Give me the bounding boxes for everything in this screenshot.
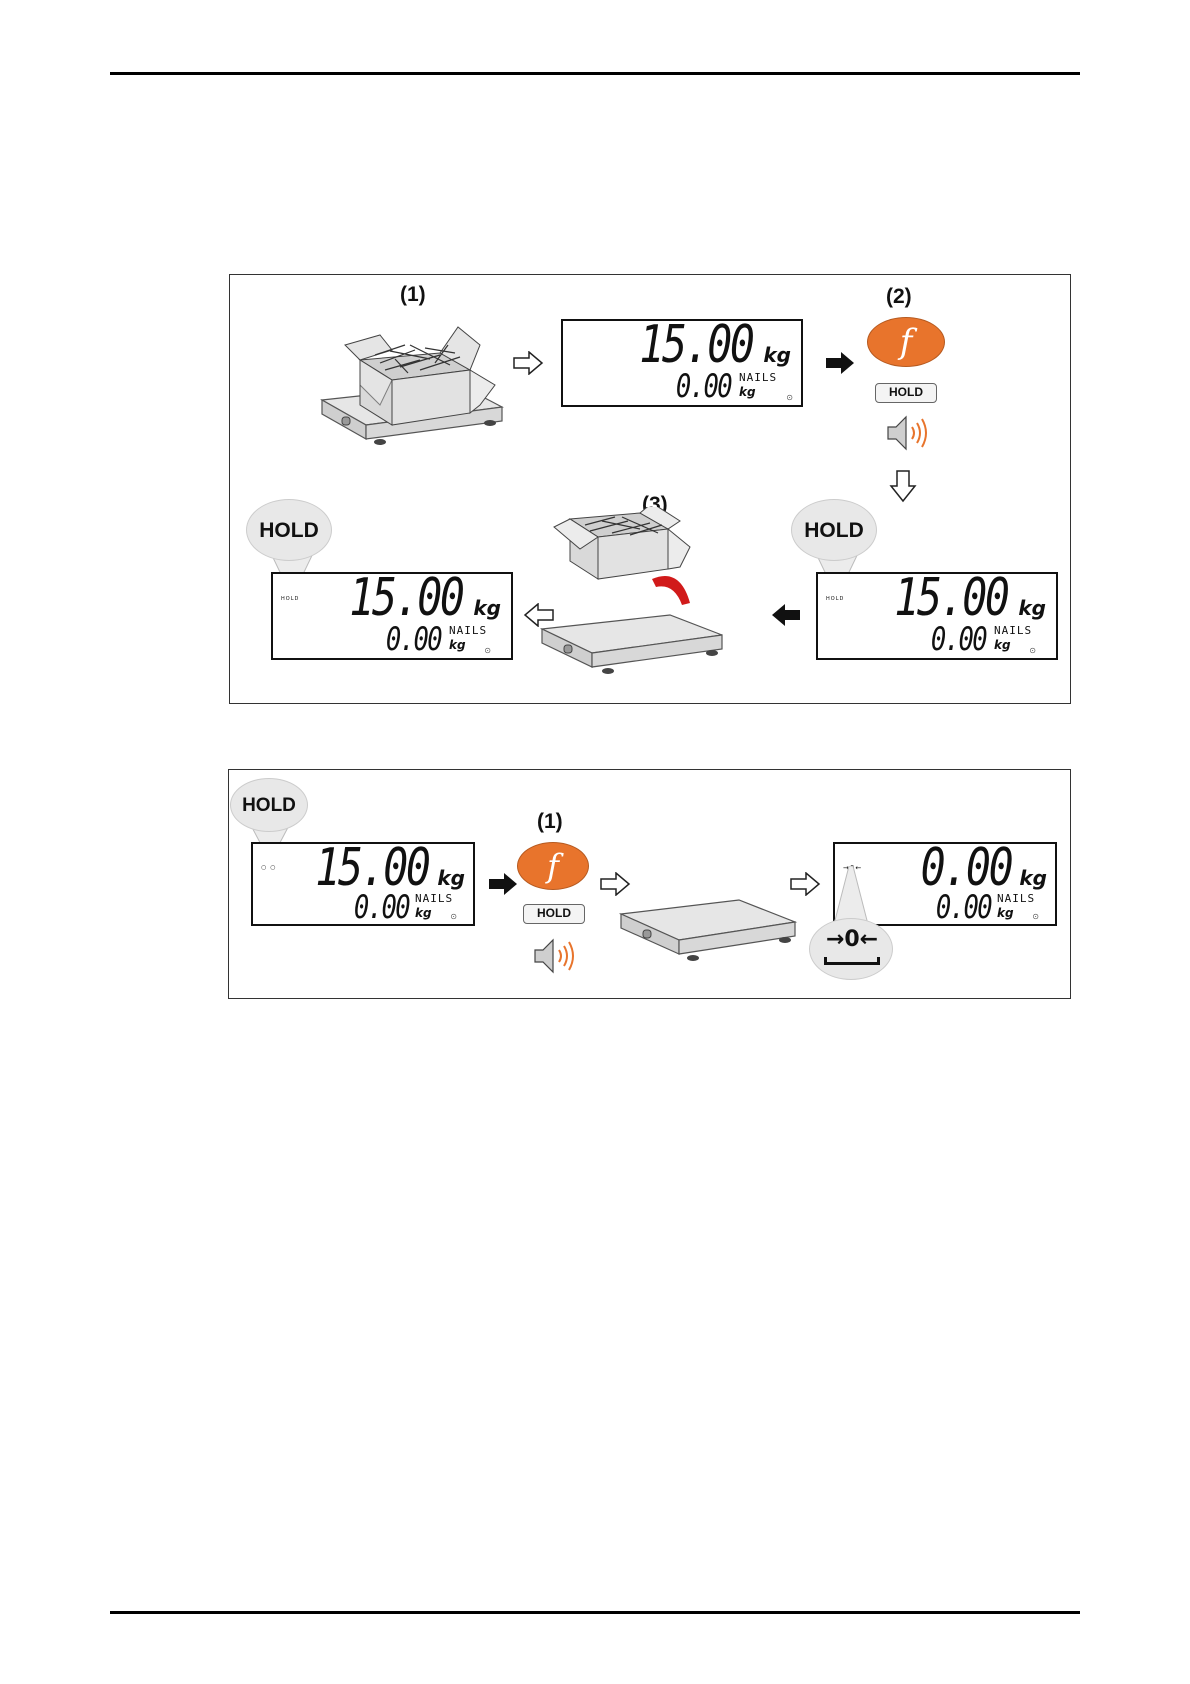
outline-arrow-icon <box>512 351 544 375</box>
lcd-hold-annunciator: HOLD <box>826 596 844 602</box>
lcd-hold-annunciator: ○ ○ <box>261 864 276 871</box>
solid-arrow-icon <box>487 872 519 896</box>
item-name: NAILS <box>739 371 777 384</box>
lcd-hold-annunciator: HOLD <box>281 596 299 602</box>
zero-icon: →0← <box>810 927 894 952</box>
solid-arrow-left-icon <box>770 603 802 627</box>
stable-icon: ⊙ <box>450 912 457 921</box>
stable-icon: ⊙ <box>1032 912 1039 921</box>
function-key-button[interactable]: f <box>867 317 945 367</box>
sub-weight: 0.00 <box>936 888 991 926</box>
zero-callout: →0← <box>809 866 899 986</box>
hold-badge: HOLD <box>230 778 308 832</box>
sub-unit: kg <box>994 638 1011 652</box>
sub-unit: kg <box>739 385 756 399</box>
scale-with-box-icon <box>320 315 520 455</box>
zero-bracket <box>824 957 880 965</box>
diagram-hold-sequence: (1) (2) (3) 15.00 kg 0.00 NAILS kg <box>229 274 1071 704</box>
lcd-display-hold-right: HOLD 15.00 kg 0.00 NAILS kg ⊙ <box>816 572 1058 660</box>
lcd-display-top: 15.00 kg 0.00 NAILS kg ⊙ <box>561 319 803 407</box>
main-weight: 15.00 <box>895 568 1008 628</box>
main-unit: kg <box>1018 596 1046 620</box>
diagram-hold-release: HOLD ○ ○ 15.00 kg 0.00 NAILS kg ⊙ (1) f … <box>228 769 1071 999</box>
sub-weight: 0.00 <box>386 620 441 658</box>
sub-unit: kg <box>415 906 432 920</box>
main-unit: kg <box>473 596 501 620</box>
main-unit: kg <box>1019 866 1047 890</box>
hold-badge: HOLD <box>791 499 877 561</box>
speaker-icon <box>531 936 581 976</box>
step-label-1: (1) <box>537 810 563 834</box>
stable-icon: ⊙ <box>1029 646 1036 655</box>
function-key-button[interactable]: f <box>517 842 589 890</box>
hold-key-label: HOLD <box>523 904 585 924</box>
sub-weight: 0.00 <box>354 888 409 926</box>
scale-platform-icon <box>619 888 809 968</box>
hold-badge: HOLD <box>246 499 332 561</box>
item-name: NAILS <box>415 892 453 905</box>
footer-rule <box>110 1611 1080 1614</box>
sub-weight: 0.00 <box>676 367 731 405</box>
outline-arrow-left-icon <box>523 603 555 627</box>
zero-badge: →0← <box>809 918 893 980</box>
hold-key-label: HOLD <box>875 383 937 403</box>
solid-arrow-icon <box>824 351 856 375</box>
sub-weight: 0.00 <box>931 620 986 658</box>
header-rule <box>110 72 1080 75</box>
speaker-icon <box>884 413 934 453</box>
item-name: NAILS <box>449 624 487 637</box>
item-name: NAILS <box>997 892 1035 905</box>
item-name: NAILS <box>994 624 1032 637</box>
scale-box-removed-icon <box>540 507 740 697</box>
main-unit: kg <box>763 343 791 367</box>
lcd-display-hold-left: HOLD 15.00 kg 0.00 NAILS kg ⊙ <box>271 572 513 660</box>
step-label-2: (2) <box>886 285 912 309</box>
outline-arrow-down-icon <box>889 469 917 503</box>
step-label-1: (1) <box>400 283 426 307</box>
sub-unit: kg <box>449 638 466 652</box>
stable-icon: ⊙ <box>786 393 793 402</box>
main-weight: 15.00 <box>350 568 463 628</box>
lcd-display-before: ○ ○ 15.00 kg 0.00 NAILS kg ⊙ <box>251 842 475 926</box>
sub-unit: kg <box>997 906 1014 920</box>
stable-icon: ⊙ <box>484 646 491 655</box>
main-weight: 15.00 <box>640 315 753 375</box>
main-unit: kg <box>437 866 465 890</box>
